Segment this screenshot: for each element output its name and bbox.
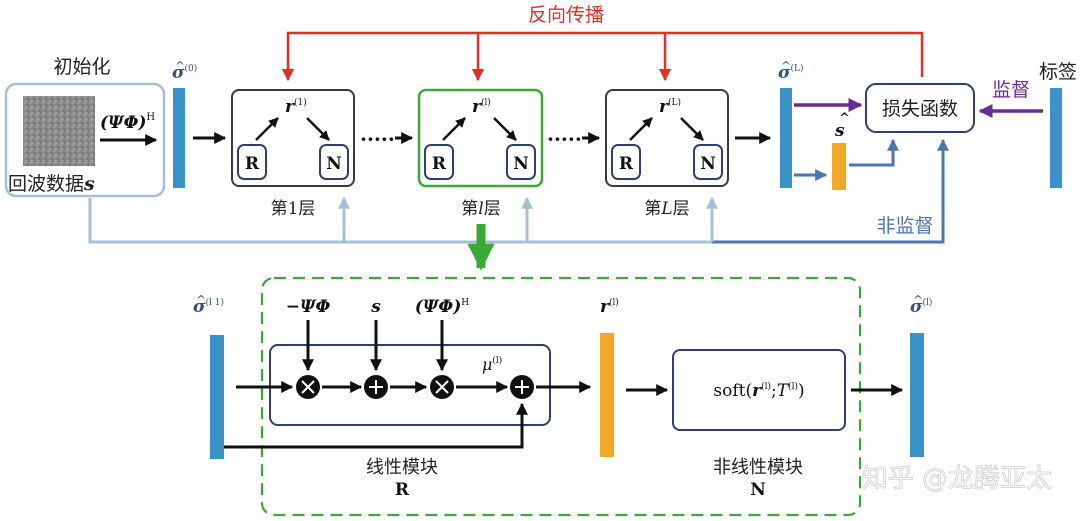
- sigma-0-bar: [173, 88, 185, 188]
- svg-text:^: ^: [175, 59, 185, 73]
- soft-threshold-box: soft(r(l);T(l)): [672, 349, 846, 431]
- svg-text:σ(l 1): σ(l 1): [193, 297, 224, 317]
- layer-l-r-box: [424, 144, 454, 180]
- init-block: 初始化 回波数据s (ΨΦ)H: [4, 56, 166, 198]
- layer-l-n-box: [506, 144, 536, 180]
- svg-text:soft(r(l);T(l)): soft(r(l);T(l)): [713, 381, 804, 401]
- svg-text:^: ^: [913, 293, 923, 307]
- multiply-op-2: [430, 375, 454, 399]
- layer-1-r-box: [237, 144, 267, 180]
- svg-text:σ(L): σ(L): [778, 63, 804, 83]
- svg-text:s: s: [834, 121, 845, 141]
- echo-feedback-path: [88, 196, 718, 244]
- svg-text:R: R: [619, 154, 634, 174]
- echo-label: 回波数据s: [8, 173, 95, 195]
- sigma-in: σ(l 1) ^: [193, 293, 224, 459]
- layer-1-n-box: [319, 144, 349, 180]
- svg-text:r(1): r(1): [285, 97, 307, 117]
- unsupervise-label: 非监督: [876, 215, 933, 237]
- init-label: 初始化: [53, 56, 110, 78]
- nonlinear-module-symbol: N: [750, 480, 766, 500]
- tag-bar: [1050, 88, 1062, 188]
- layer-l: r(l) R N 第l层: [417, 88, 544, 219]
- s-input-label: s: [370, 297, 381, 317]
- nonlinear-module-label: 非线性模块: [713, 457, 803, 478]
- layer-L-r-box: [611, 144, 641, 180]
- svg-text:r(l): r(l): [600, 297, 619, 317]
- unsupervised-path: 非监督: [712, 138, 949, 244]
- init-box: [4, 82, 166, 198]
- supervise-label: 监督: [992, 79, 1030, 101]
- svg-text:r(L): r(L): [659, 97, 681, 117]
- backprop-label: 反向传播: [528, 4, 604, 26]
- svg-text:^: ^: [781, 59, 791, 73]
- svg-text:r(l): r(l): [472, 97, 491, 117]
- add-op-2: [510, 375, 534, 399]
- svg-text:σ(0): σ(0): [172, 63, 197, 83]
- psi-phi-h-label: (ΨΦ)H: [100, 112, 155, 133]
- dots-2: ·····: [547, 127, 582, 151]
- svg-text:损失函数: 损失函数: [882, 98, 958, 120]
- sigma-out: σ(l) ^: [910, 293, 932, 457]
- sigma-L-bar: [780, 88, 792, 188]
- psi-phi-h-bottom-label: (ΨΦ)H: [415, 297, 469, 317]
- layer-1: r(1) R N 第1层: [231, 89, 355, 219]
- sigma-out-bar: [910, 333, 924, 457]
- layer-L-n-box: [693, 144, 723, 180]
- dots-1: ·····: [360, 127, 395, 151]
- backprop-path: 反向传播: [281, 4, 924, 82]
- layer-detail-box: [260, 276, 862, 517]
- r-out-bar: [600, 333, 614, 457]
- tag-label: 标签: [1039, 61, 1077, 83]
- svg-text:R: R: [245, 154, 260, 174]
- multiply-op-1: [296, 375, 320, 399]
- linear-module-box: [269, 344, 551, 426]
- linear-module-label: 线性模块: [366, 457, 438, 478]
- sigma-in-bar: [210, 335, 224, 459]
- svg-text:^: ^: [839, 111, 850, 126]
- layer-l-label: 第l层: [461, 199, 500, 219]
- echo-image: [23, 96, 95, 166]
- r-out: r(l): [600, 297, 619, 457]
- neg-psi-phi-label: −ΨΦ: [286, 297, 331, 317]
- svg-text:N: N: [513, 154, 529, 174]
- s-hat: ^ s: [832, 111, 850, 190]
- layer-L: r(L) R N 第L层: [605, 89, 729, 219]
- linear-module-symbol: R: [395, 480, 410, 500]
- loss-function: 损失函数: [865, 83, 975, 133]
- svg-text:^: ^: [196, 293, 206, 307]
- layer-L-label: 第L层: [644, 199, 689, 219]
- mu-label: μ(l): [482, 355, 502, 374]
- s-hat-bar: [832, 143, 846, 190]
- watermark: 知乎 @龙腾亚太: [862, 464, 1052, 494]
- layer-1-label: 第1层: [271, 199, 316, 219]
- svg-text:N: N: [326, 154, 342, 174]
- svg-text:R: R: [432, 154, 447, 174]
- add-op-1: [364, 375, 388, 399]
- svg-text:N: N: [700, 154, 716, 174]
- svg-text:σ(l): σ(l): [910, 297, 932, 317]
- sigma-L: σ(L) ^: [778, 59, 804, 188]
- sigma-0: σ(0) ^: [172, 59, 197, 188]
